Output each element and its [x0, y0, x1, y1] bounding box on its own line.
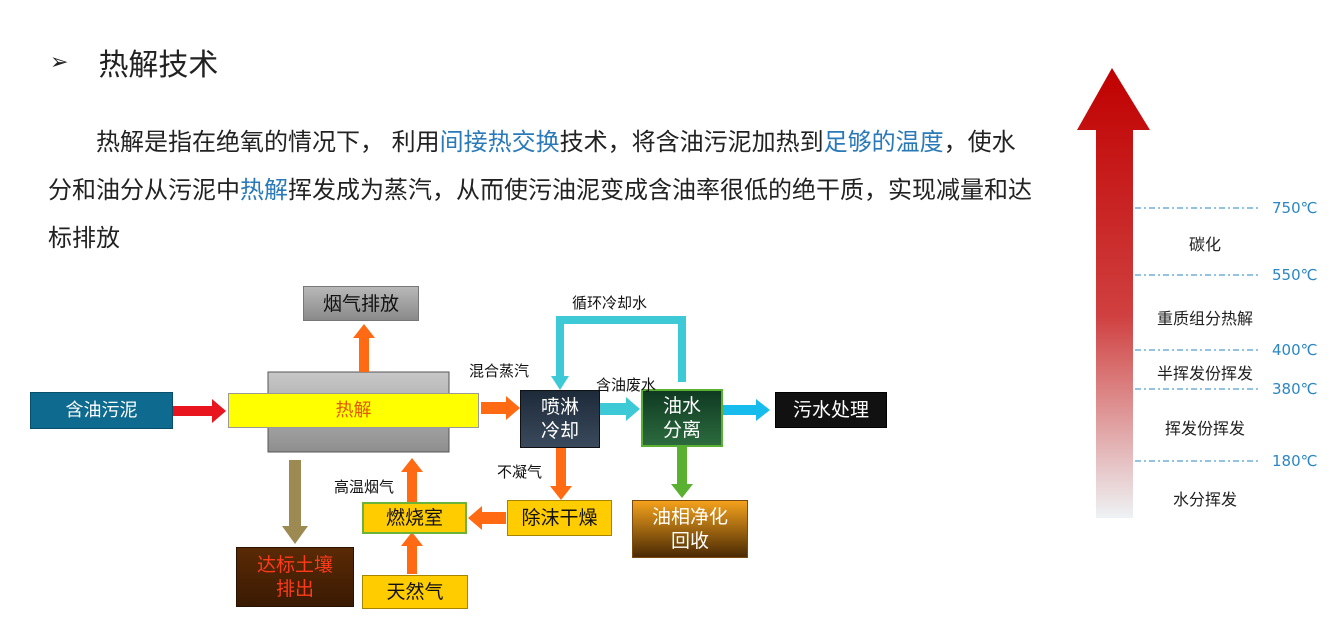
- arrow-sludge-to-pyrolysis: [173, 399, 226, 423]
- flue-gas-box: 烟气排放: [303, 286, 419, 321]
- wastewater-label: 污水处理: [792, 399, 869, 421]
- oil-recovery-box: 油相净化回收: [632, 500, 748, 558]
- combustion-chamber-box: 燃烧室: [362, 502, 467, 534]
- paragraph-highlight: 热解: [240, 176, 288, 204]
- arrow-bullet-icon: ➢: [50, 49, 69, 75]
- paragraph-text: ，使水分和油分从污泥中: [48, 128, 1016, 204]
- cooling-water-label: 循环冷却水: [572, 294, 648, 312]
- demist-label: 除沫干燥: [521, 507, 598, 529]
- oil-water-label: 油水: [662, 395, 701, 417]
- oily-wastewater-label: 含油废水: [596, 376, 657, 394]
- arrow-to-combustion: [468, 506, 506, 530]
- flue-gas-label: 烟气排放: [322, 292, 399, 315]
- mixed-steam-label: 混合蒸汽: [469, 362, 530, 380]
- temp-400: 400℃: [1272, 341, 1318, 359]
- wastewater-treatment-box: 污水处理: [775, 392, 887, 428]
- arrow-to-oil-recovery: [671, 446, 693, 498]
- arrow-gas-to-combustion: [401, 532, 423, 574]
- stage-carbonization: 碳化: [1189, 235, 1222, 254]
- arrow-hot-flue: [401, 458, 423, 502]
- pyrolysis-label: 热解: [335, 399, 372, 421]
- paragraph-text: 挥发成为蒸汽，从而使污油泥变成含油率很低的绝干质，实现减量和达标排放: [48, 176, 1032, 252]
- stage-moisture: 水分挥发: [1173, 490, 1238, 509]
- temperature-scale-arrow: [1077, 68, 1150, 518]
- description-paragraph: 热解是指在绝氧的情况下， 利用间接热交换技术，将含油污泥加热到足够的温度，使水分…: [48, 118, 1038, 262]
- arrow-to-spray: [481, 396, 520, 420]
- natural-gas-label: 天然气: [386, 581, 444, 603]
- temp-380: 380℃: [1272, 380, 1318, 398]
- sludge-label: 含油污泥: [65, 399, 138, 421]
- oil-recovery-label: 回收: [670, 530, 709, 552]
- natural-gas-box: 天然气: [362, 575, 468, 609]
- section-heading: ➢ 热解技术: [50, 40, 218, 84]
- spray-cooling-box: 喷淋冷却: [520, 390, 600, 448]
- temp-750: 750℃: [1272, 199, 1318, 217]
- arrow-to-wastewater: [723, 399, 770, 421]
- separation-label: 分离: [662, 419, 701, 441]
- soil-label: 达标土壤: [256, 554, 333, 576]
- pyrolysis-box: 热解: [228, 393, 479, 428]
- cooling-water-loop: [556, 316, 686, 382]
- demist-drying-box: 除沫干燥: [507, 500, 612, 536]
- cooling-label: 冷却: [540, 420, 579, 442]
- arrow-to-flue: [353, 324, 375, 372]
- paragraph-text: 技术，将含油污泥加热到: [559, 128, 824, 156]
- discharge-label: 排出: [275, 578, 314, 600]
- temp-180: 180℃: [1272, 452, 1318, 470]
- paragraph-highlight: 足够的温度: [823, 128, 944, 156]
- oil-purify-label: 油相净化: [651, 506, 728, 528]
- cooling-water-arrowhead: [551, 376, 569, 390]
- spray-label: 喷淋: [540, 396, 579, 418]
- paragraph-highlight: 间接热交换: [439, 128, 560, 156]
- temp-550: 550℃: [1272, 266, 1318, 284]
- section-title: 热解技术: [98, 48, 219, 83]
- stage-heavy-pyrolysis: 重质组分热解: [1157, 309, 1254, 328]
- arrow-to-soil: [282, 460, 308, 544]
- soil-discharge-box: 达标土壤排出: [236, 547, 354, 607]
- arrow-to-demist: [550, 448, 572, 500]
- sludge-box: 含油污泥: [30, 392, 173, 429]
- stage-volatile: 挥发份挥发: [1165, 419, 1246, 438]
- combustion-label: 燃烧室: [385, 507, 443, 529]
- hot-flue-gas-label: 高温烟气: [334, 478, 395, 496]
- paragraph-text: 热解是指在绝氧的情况下， 利用: [96, 128, 440, 156]
- stage-semi-volatile: 半挥发份挥发: [1157, 364, 1254, 383]
- noncondensable-gas-label: 不凝气: [497, 463, 543, 481]
- oil-water-separator-box: 油水分离: [641, 389, 723, 447]
- arrow-to-separator: [600, 397, 640, 421]
